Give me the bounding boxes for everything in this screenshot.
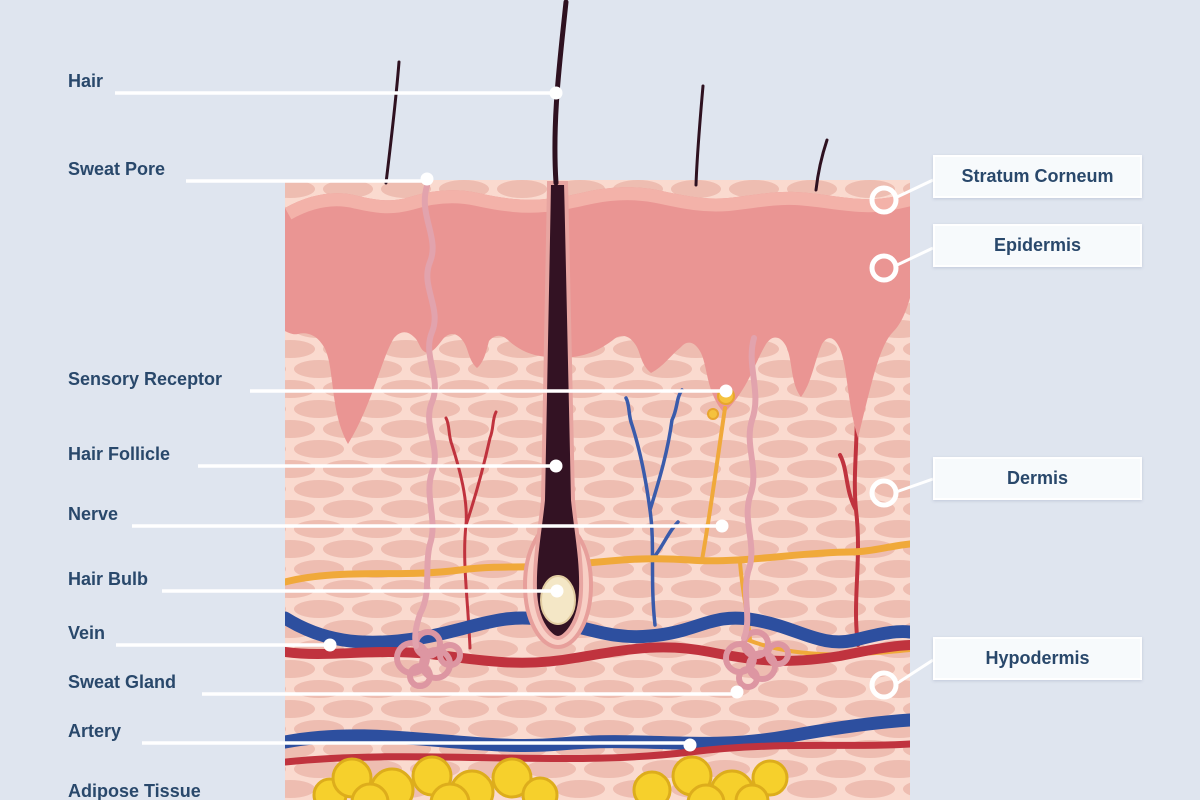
sweat-gland-left [394,629,463,689]
hair-bulb [540,575,576,625]
label-artery: Artery [68,721,122,741]
layer-box-hypodermis: Hypodermis [933,637,1142,680]
layer-box-stratum-corneum: Stratum Corneum [933,155,1142,198]
leader-lines [115,91,737,745]
layer-box-epidermis: Epidermis [933,224,1142,267]
epidermis-layer [285,187,910,444]
nerve-branch-receptor [700,406,727,562]
label-hair: Hair [68,71,104,91]
label-vein: Vein [68,623,106,643]
label-nerve: Nerve [68,504,119,524]
label-hair-follicle: Hair Follicle [68,444,171,464]
sweat-duct-left [412,183,438,649]
adipose-cells [312,755,789,800]
vein-branches [624,388,684,627]
skin-block [285,180,910,800]
layer-box-dermis: Dermis [933,457,1142,500]
sweat-duct-right [741,335,759,641]
label-sweat-pore: Sweat Pore [68,159,166,179]
label-sweat-gland: Sweat Gland [68,672,177,692]
label-sensory-receptor: Sensory Receptor [68,369,223,389]
artery-vessel-lower [285,740,910,766]
sweat-gland-right [723,629,791,690]
hair-strands [384,0,829,192]
layer-marker-rings [869,178,934,700]
label-adipose-tissue: Adipose Tissue [68,781,201,800]
label-hair-bulb: Hair Bulb [68,569,149,589]
leader-dots [323,86,744,752]
